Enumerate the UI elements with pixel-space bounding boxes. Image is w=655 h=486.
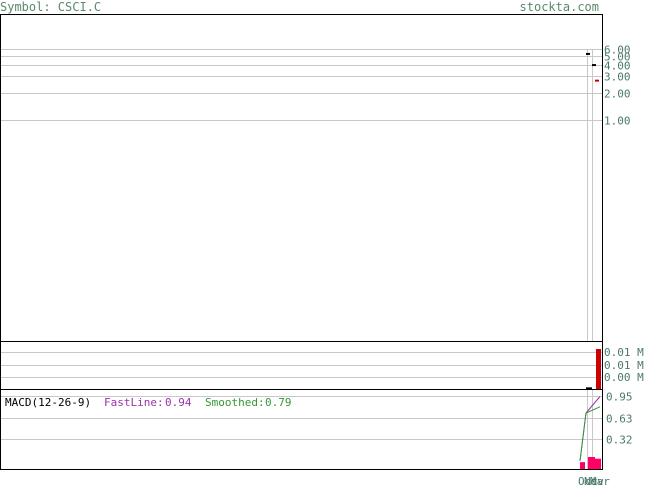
price-tick-label: 3.00 xyxy=(604,71,631,84)
macd-histogram-bar xyxy=(594,458,601,469)
date-tick-label: Oct xyxy=(578,475,598,486)
fastline-legend-value: 0.94 xyxy=(165,396,192,409)
price-tick-label: 1.00 xyxy=(604,115,631,128)
volume-plot: 0.01 M0.01 M0.00 M xyxy=(1,346,644,389)
volume-bar xyxy=(586,387,592,389)
volume-tick-label: 0.00 M xyxy=(604,371,644,384)
volume-bar xyxy=(596,349,601,389)
price-tick-label: 2.00 xyxy=(604,88,631,101)
site-label[interactable]: stockta.com xyxy=(519,0,599,14)
macd-histogram-bar xyxy=(588,457,595,469)
macd-panel xyxy=(0,389,603,470)
price-tick-label: 5.00 xyxy=(604,51,631,64)
price-panel xyxy=(0,14,603,342)
macd-title: MACD(12-26-9) xyxy=(5,396,91,409)
fastline-series xyxy=(579,396,601,462)
date-tick-label: Mar xyxy=(590,475,610,486)
price-tick-label: 4.00 xyxy=(604,60,631,73)
volume-tick-label: 0.01 M xyxy=(604,359,644,372)
macd-histogram-bar xyxy=(580,462,585,469)
symbol-label: Symbol: CSCI.C xyxy=(0,0,102,14)
smoothed-legend-value: 0.79 xyxy=(265,396,292,409)
macd-tick-label: 0.63 xyxy=(606,413,633,426)
macd-tick-label: 0.95 xyxy=(606,391,633,404)
smoothed-legend-label: Smoothed: xyxy=(205,396,265,409)
volume-tick-label: 0.01 M xyxy=(604,346,644,359)
fastline-legend-label: FastLine: xyxy=(104,396,164,409)
macd-tick-label: 0.32 xyxy=(606,434,633,447)
date-tick-label: Nov xyxy=(584,475,604,486)
price-plot: 6.005.004.003.00 2.00 1.00 xyxy=(1,44,631,341)
smoothed-series xyxy=(579,406,601,462)
price-tick-label: 6.00 xyxy=(604,44,631,57)
